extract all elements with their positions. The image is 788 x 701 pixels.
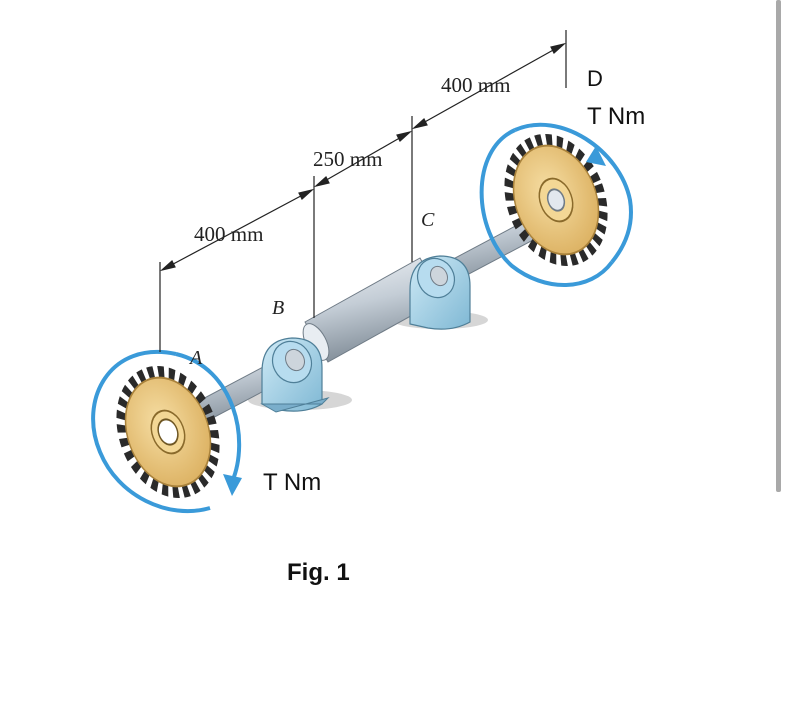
scrollbar[interactable] [776, 0, 781, 492]
bearing-b [260, 337, 330, 413]
dimension-line-ab [159, 188, 315, 272]
point-label-a: A [188, 347, 203, 369]
torque-label-d: T Nm [587, 103, 645, 130]
dimension-label-cd: 400 mm [441, 73, 510, 97]
dimension-label-bc: 250 mm [313, 147, 382, 171]
figure-caption: Fig. 1 [287, 559, 350, 586]
point-label-d: D [587, 66, 603, 91]
torque-arrow-d [479, 122, 633, 287]
gear-d [504, 133, 608, 267]
bearing-c [409, 255, 471, 330]
point-label-b: B [272, 297, 284, 319]
torque-arrow-a [91, 350, 242, 514]
dimension-line-cd [411, 42, 567, 130]
dimension-line-bc [313, 130, 413, 188]
point-label-c: C [421, 209, 435, 231]
dimension-label-ab: 400 mm [194, 222, 263, 246]
torque-label-a: T Nm [263, 469, 321, 496]
